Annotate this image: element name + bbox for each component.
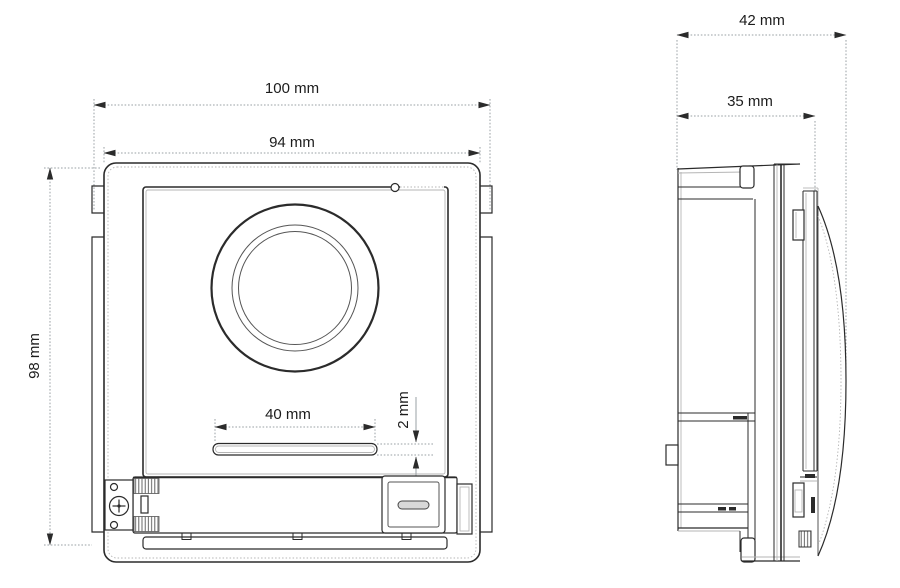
fixing-screw [108, 495, 130, 517]
dimension-40mm: 40 mm [214, 406, 376, 441]
dimension-label-35mm: 35 mm [727, 93, 773, 110]
trim-foot [401, 532, 412, 540]
side-view: 42 mm 35 mm [665, 12, 847, 563]
dimension-label-98mm: 98 mm [26, 333, 43, 379]
rib-block-bottom [133, 516, 160, 532]
pin-hole-bottom [109, 520, 119, 530]
dimension-35mm: 35 mm [676, 93, 816, 192]
top-clip [739, 165, 755, 189]
dimension-98mm: 98 mm [26, 167, 100, 546]
latch-tab [140, 495, 149, 514]
module-front-plate [103, 162, 481, 563]
dimension-label-94mm: 94 mm [269, 134, 315, 151]
dimension-42mm: 42 mm [676, 12, 847, 372]
dimension-label-100mm: 100 mm [265, 80, 319, 97]
side-tab [665, 444, 679, 466]
rib-block-top [133, 478, 160, 494]
dimension-label-2mm: 2 mm [395, 391, 412, 429]
side-camera-panel [792, 190, 818, 548]
side-front-plate [773, 163, 800, 561]
camera-lens [210, 203, 380, 373]
dimension-94mm: 94 mm [103, 134, 481, 164]
module-front-plate-inner-edge [107, 166, 477, 559]
side-plate-right [456, 483, 473, 535]
mounting-wing-left [91, 185, 106, 533]
dimension-label-42mm: 42 mm [739, 12, 785, 29]
front-view: 100 mm 94 mm 98 mm [26, 80, 493, 563]
panel-clip-bottom [792, 482, 805, 518]
screw-plate [104, 479, 134, 531]
pin-hole-top [109, 482, 119, 492]
speaker-slot [212, 442, 378, 456]
button-slot [397, 500, 430, 510]
dimension-100mm: 100 mm [93, 80, 491, 210]
bottom-foot [740, 537, 756, 563]
latch-block [798, 530, 812, 548]
side-rear-box [665, 163, 801, 563]
trim-foot [292, 532, 303, 540]
dimension-2mm: 2 mm [377, 391, 433, 478]
panel-clip-top [792, 209, 805, 241]
bottom-rail [142, 536, 448, 550]
call-button [381, 475, 446, 534]
trim-foot [181, 532, 192, 540]
mounting-wing-right [478, 185, 493, 533]
indicator-hole [390, 182, 400, 193]
dimension-label-40mm: 40 mm [265, 406, 311, 423]
camera-dome [803, 187, 847, 557]
